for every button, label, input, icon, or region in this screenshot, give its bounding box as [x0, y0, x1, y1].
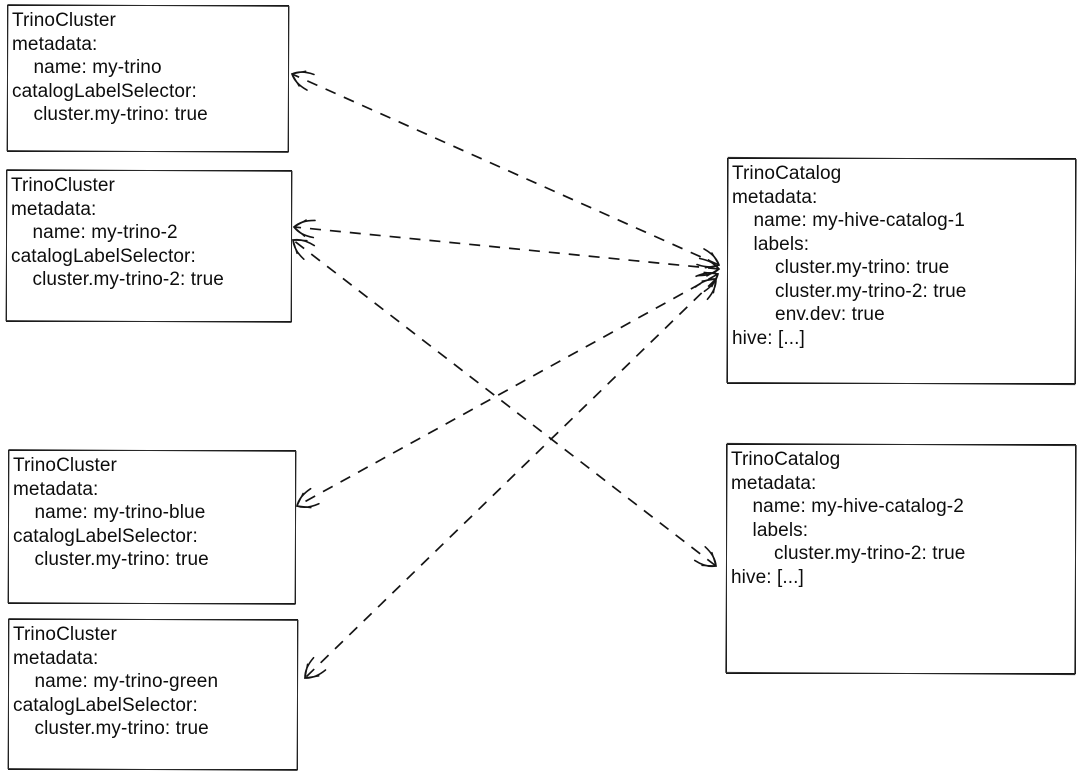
- arrowhead: [701, 551, 717, 567]
- node-text-line: name: my-hive-catalog-1: [732, 210, 965, 231]
- connection-dashed-line: [292, 239, 717, 567]
- connection-dashed-line: [293, 226, 720, 270]
- connection-dashed-line: [296, 273, 719, 507]
- node-text-line: catalogLabelSelector:: [12, 80, 197, 102]
- arrowhead: [706, 259, 721, 277]
- node-text-line: cluster.my-trino-2: true: [11, 269, 224, 290]
- arrowhead: [292, 239, 308, 255]
- arrowhead: [703, 271, 720, 288]
- node-text-line: labels:: [731, 519, 809, 541]
- node-text-line: TrinoCluster: [13, 455, 117, 476]
- connection-dashed-line: [291, 73, 720, 266]
- arrowhead: [695, 271, 719, 293]
- arrowhead: [304, 663, 320, 679]
- arrowhead: [696, 248, 720, 268]
- node-text-line: TrinoCluster: [13, 624, 117, 645]
- node-text-line: metadata:: [732, 186, 818, 208]
- node-text-line: catalogLabelSelector:: [11, 245, 196, 267]
- node-text-line: name: my-trino: [12, 57, 162, 78]
- node-text-line: name: my-hive-catalog-2: [731, 496, 964, 517]
- node-text-line: catalogLabelSelector:: [13, 525, 198, 547]
- node-text-line: TrinoCatalog: [732, 163, 842, 184]
- arrowhead: [704, 252, 721, 269]
- arrowhead: [701, 278, 717, 294]
- arrowhead: [694, 278, 717, 301]
- arrowhead: [290, 70, 307, 87]
- node-text-line: name: my-trino-blue: [13, 502, 206, 523]
- arrowhead: [296, 487, 320, 509]
- node-text-line: metadata:: [13, 478, 99, 500]
- arrowhead: [292, 219, 316, 239]
- arrowhead: [292, 238, 316, 260]
- arrowhead: [693, 546, 717, 568]
- arrowhead: [292, 219, 307, 237]
- node-text-line: metadata:: [731, 472, 817, 494]
- node-text-line: TrinoCatalog: [731, 449, 841, 470]
- node-text-line: metadata:: [11, 198, 97, 220]
- node-text-line: labels:: [732, 233, 810, 255]
- node-text-line: hive: [...]: [731, 566, 804, 588]
- node-text-line: env.dev: true: [732, 304, 885, 325]
- node-text-line: TrinoCluster: [12, 10, 116, 31]
- arrowhead: [304, 656, 327, 679]
- arrowhead: [291, 71, 315, 91]
- node-text-line: cluster.my-trino-2: true: [732, 280, 967, 302]
- connection-dashed-line: [304, 278, 717, 679]
- node-text-line: metadata:: [13, 647, 99, 669]
- arrowhead: [295, 492, 312, 509]
- node-text-line: cluster.my-trino: true: [12, 104, 208, 125]
- node-text-line: hive: [...]: [732, 327, 805, 349]
- node-text-line: cluster.my-trino: true: [732, 257, 950, 278]
- node-text-line: metadata:: [12, 33, 98, 55]
- node-text-line: TrinoCluster: [11, 175, 115, 196]
- node-text-line: name: my-trino-green: [13, 671, 219, 692]
- node-text-line: cluster.my-trino: true: [13, 718, 209, 739]
- node-text-line: name: my-trino-2: [11, 222, 178, 243]
- node-text-line: cluster.my-trino-2: true: [731, 543, 966, 564]
- arrowhead: [697, 257, 721, 277]
- node-text-line: cluster.my-trino: true: [13, 549, 209, 570]
- node-text-line: catalogLabelSelector:: [13, 694, 198, 716]
